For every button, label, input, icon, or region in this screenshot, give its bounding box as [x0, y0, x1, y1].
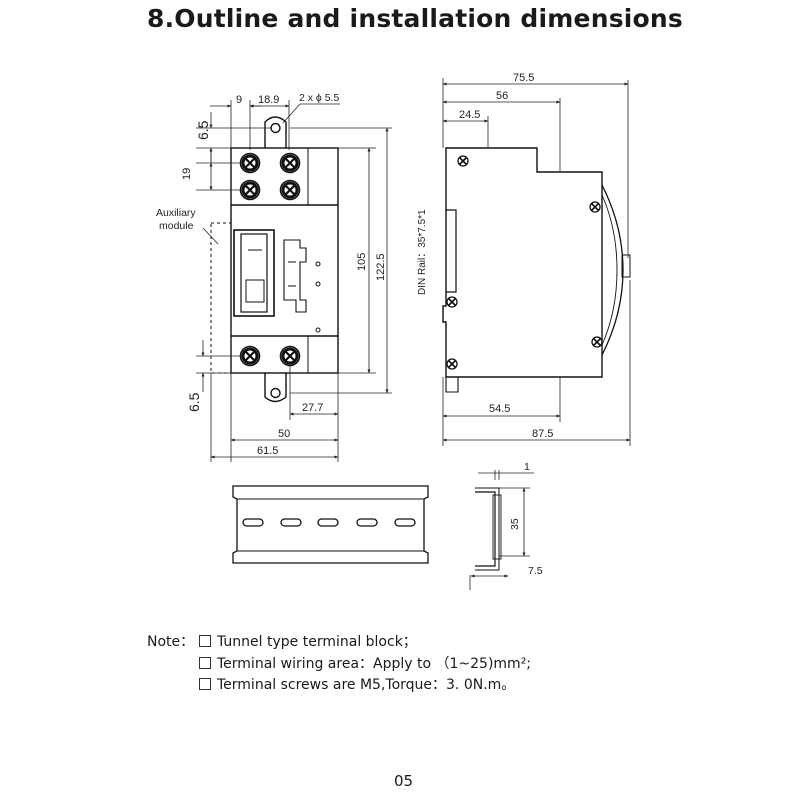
- rail-slot: [394, 518, 416, 527]
- checkbox-icon: [199, 635, 211, 647]
- side-screw: [446, 296, 458, 308]
- terminal-screw: [239, 345, 261, 367]
- din-clip: [446, 209, 457, 293]
- note-text: Terminal screws are M5,Torque：3. 0N.m。: [217, 677, 516, 693]
- checkbox-icon: [199, 656, 211, 669]
- dim-19: 19: [181, 168, 193, 180]
- side-body-outline: [442, 147, 603, 378]
- dim-50: 50: [278, 428, 290, 440]
- rail-slot: [317, 518, 339, 527]
- terminal-screw: [279, 179, 301, 201]
- note-item: Terminal screws are M5,Torque：3. 0N.m。: [147, 675, 531, 697]
- breaker-body: [230, 147, 339, 374]
- aux-label-line2: module: [159, 220, 194, 232]
- front-view: [210, 116, 339, 403]
- side-dim-labels: 75.5 56 24.5 DIN Rail：35*7.5*1 54.5 87.5: [417, 72, 553, 440]
- note-text: Tunnel type terminal block；: [217, 634, 417, 650]
- side-screw: [591, 336, 603, 348]
- terminal-screw: [279, 345, 301, 367]
- dim-1: 1: [524, 461, 530, 473]
- dim-7-5: 7.5: [528, 565, 543, 577]
- operating-handle: [240, 233, 268, 313]
- checkbox-icon: [199, 678, 211, 690]
- page-title: 8.Outline and installation dimensions: [147, 4, 684, 33]
- dim-24-5: 24.5: [459, 109, 480, 121]
- terminal-screw: [239, 152, 261, 174]
- side-screw: [446, 358, 458, 370]
- bottom-mount-tab: [264, 373, 287, 403]
- note-item: Note： Tunnel type terminal block；: [147, 632, 531, 654]
- dim-holes: 2 x ϕ 5.5: [299, 92, 339, 104]
- note-item: Terminal wiring area：Apply to （1~25)mm²;: [147, 654, 531, 676]
- dim-56: 56: [496, 90, 508, 102]
- front-dim-labels: 9 18.9 2 x ϕ 5.5 6.5 19 105 122.5 6.5 27…: [156, 92, 387, 457]
- dim-54-5: 54.5: [489, 403, 510, 415]
- top-mount-tab: [264, 116, 287, 148]
- dim-87-5: 87.5: [532, 428, 553, 440]
- side-screw: [589, 201, 601, 213]
- technical-drawing: 9 18.9 2 x ϕ 5.5 6.5 19 105 122.5 6.5 27…: [156, 72, 631, 590]
- dim-105: 105: [356, 253, 368, 271]
- rail-slot: [242, 518, 264, 527]
- page-number: 05: [394, 772, 414, 790]
- din-rail-label: DIN Rail：35*7.5*1: [417, 209, 428, 295]
- note-prefix: Note：: [147, 634, 195, 650]
- front-dimensions: [196, 100, 392, 462]
- rail-slot: [356, 518, 378, 527]
- dim-9: 9: [236, 94, 242, 106]
- terminal-screw: [279, 152, 301, 174]
- dim-6-5-bottom: 6.5: [186, 392, 202, 412]
- din-rail-front: [232, 485, 429, 564]
- dim-75-5: 75.5: [513, 72, 534, 84]
- profile-dim-labels: 1 35 7.5: [509, 461, 543, 577]
- rail-slot: [280, 518, 302, 527]
- side-screw: [457, 155, 469, 167]
- dim-61-5: 61.5: [257, 445, 278, 457]
- profile-dimensions: [469, 470, 534, 590]
- aux-label-line1: Auxiliary: [156, 207, 196, 219]
- dim-122-5: 122.5: [375, 253, 387, 281]
- terminal-screw: [239, 179, 261, 201]
- dim-18-9: 18.9: [258, 94, 279, 106]
- din-rail-profile: [475, 487, 502, 571]
- dim-35: 35: [509, 518, 521, 530]
- dim-6-5-top: 6.5: [195, 120, 211, 140]
- side-dimensions: [442, 78, 631, 446]
- note-text: Terminal wiring area：Apply to （1~25)mm²;: [217, 655, 532, 672]
- dim-27-7: 27.7: [302, 402, 323, 414]
- side-view: [442, 147, 631, 393]
- auxiliary-module-outline: [210, 222, 232, 374]
- notes: Note： Tunnel type terminal block； Termina…: [147, 632, 531, 697]
